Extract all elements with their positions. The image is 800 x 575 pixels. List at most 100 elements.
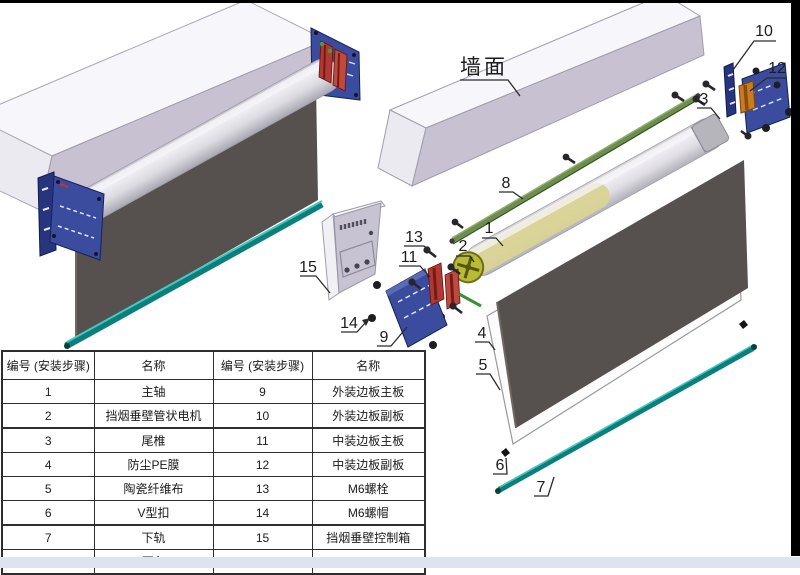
m6-nut xyxy=(752,67,760,75)
wall-label: 墙面 xyxy=(460,56,508,79)
plate-dash-line xyxy=(403,299,439,319)
screw-head xyxy=(702,80,710,88)
frame-strip-right xyxy=(791,0,800,556)
part-number: 1 xyxy=(1,379,95,404)
callout-15-number: 15 xyxy=(299,259,317,276)
bottom-rail-highlight xyxy=(499,344,754,488)
flange-slot xyxy=(42,207,50,211)
part-number: 13 xyxy=(212,476,313,501)
callout-5: 5 xyxy=(476,357,501,391)
table-header-row: 编号 (安装步骤) 名称 编号 (安装步骤) 名称 xyxy=(1,350,426,380)
callout-13: 13 xyxy=(404,229,431,252)
part-8-guide-rail xyxy=(449,92,701,245)
part-15-control-box xyxy=(321,200,386,301)
part-name: 挡烟垂壁管状电机 xyxy=(93,403,214,429)
callout-3: 3 xyxy=(697,91,721,120)
plate-marking xyxy=(346,73,354,77)
screw-head xyxy=(447,263,455,271)
plate-red-mark xyxy=(59,182,69,189)
assembled-red-bracket-a-slot xyxy=(323,44,326,80)
screw-head xyxy=(408,278,416,286)
m6-nut xyxy=(773,81,781,89)
header-number-right: 编号 (安装步骤) xyxy=(212,350,313,380)
callout-4: 4 xyxy=(475,325,496,351)
callout-1: 1 xyxy=(482,220,504,247)
tube-sheen xyxy=(467,118,713,258)
table-row: 3 尾椎 11 中装边板主板 xyxy=(1,427,426,453)
tail-cone-edge xyxy=(690,126,706,154)
fiber-cloth-edge xyxy=(496,301,517,429)
assembled-green-fitting-1 xyxy=(319,41,325,47)
assembled-curtain xyxy=(76,86,318,338)
table-row: 7 下轨 15 挡烟垂壁控制箱 xyxy=(1,524,426,550)
side-plate-fold xyxy=(386,269,427,296)
motor-head-hub xyxy=(465,264,472,271)
assembled-green-fitting-2 xyxy=(327,48,333,54)
parts-table: 编号 (安装步骤) 名称 编号 (安装步骤) 名称 1 主轴 9 外装边板主板 … xyxy=(1,350,426,575)
plate-screw xyxy=(97,197,101,201)
callouts: 1 2 3 4 5 6 7 8 xyxy=(299,23,787,497)
part-number: 2 xyxy=(1,403,95,429)
plate-dash-line xyxy=(59,205,97,219)
screw-head xyxy=(562,153,570,161)
callout-6-leader xyxy=(493,457,508,475)
plate-screw xyxy=(56,180,60,184)
plate-marking xyxy=(348,61,356,65)
assembled-end-plate-left xyxy=(37,171,105,261)
part-name: 防尘PE膜 xyxy=(93,452,214,477)
part-number: 6 xyxy=(1,500,95,526)
part-name: 外装边板主板 xyxy=(311,379,426,404)
wall-beam-front xyxy=(411,15,705,187)
plate-screw xyxy=(94,252,98,256)
callout-13-number: 13 xyxy=(405,229,423,246)
callout-15: 15 xyxy=(299,259,331,294)
part-number: 3 xyxy=(1,427,95,453)
callout-7-number: 7 xyxy=(537,479,546,496)
control-box-button xyxy=(354,263,360,269)
callout-3-leader xyxy=(697,107,721,120)
part-name: 陶瓷纤维布 xyxy=(93,476,214,501)
table-row: 1 主轴 9 外装边板主板 xyxy=(1,379,426,404)
loose-screws xyxy=(451,153,576,230)
header-name-left: 名称 xyxy=(93,350,214,380)
bottom-rail-tip xyxy=(751,344,757,350)
part-number: 12 xyxy=(212,452,313,477)
plate-dash-line xyxy=(752,97,784,111)
callout-4-leader xyxy=(475,341,496,351)
part-name: 中装边板副板 xyxy=(311,452,426,477)
part-name: M6螺栓 xyxy=(311,476,426,501)
assembled-left-plate xyxy=(49,175,105,261)
guide-rail-body xyxy=(450,93,701,244)
callout-8: 8 xyxy=(499,175,524,200)
callout-10-number: 10 xyxy=(755,23,773,40)
screw-head xyxy=(449,302,457,310)
callout-14-leader xyxy=(341,321,367,333)
m6-nut xyxy=(368,314,376,322)
screw-head xyxy=(671,91,679,99)
flange-slot xyxy=(728,87,735,91)
callout-2-leader xyxy=(456,255,475,263)
callout-10-leader xyxy=(732,40,776,71)
control-box-button xyxy=(364,259,370,265)
assembled-red-brackets xyxy=(314,31,358,97)
callout-12: 12 xyxy=(749,60,787,92)
part-6-v-clip xyxy=(501,448,510,457)
flange-slot xyxy=(729,101,736,105)
table-row: 6 V型扣 14 M6螺帽 xyxy=(1,500,426,526)
callout-2: 2 xyxy=(456,238,475,263)
guide-rail-shadow xyxy=(452,98,700,245)
callout-7: 7 xyxy=(534,476,555,497)
callout-15-leader xyxy=(300,275,331,294)
plate-dash-line xyxy=(57,225,95,239)
header-number-left: 编号 (安装步骤) xyxy=(1,350,95,380)
callout-7-leader xyxy=(534,476,555,497)
part-number: 5 xyxy=(1,476,95,501)
green-rod xyxy=(458,292,482,308)
assembled-bottom-rail-tip xyxy=(64,343,70,349)
callout-9-leader xyxy=(377,326,408,347)
screw-head xyxy=(451,218,459,226)
part-name: V型扣 xyxy=(93,500,214,526)
callout-1-number: 1 xyxy=(485,220,494,237)
table-row: 4 防尘PE膜 12 中装边板副板 xyxy=(1,452,426,477)
part-11-hinge-plates xyxy=(427,262,482,310)
